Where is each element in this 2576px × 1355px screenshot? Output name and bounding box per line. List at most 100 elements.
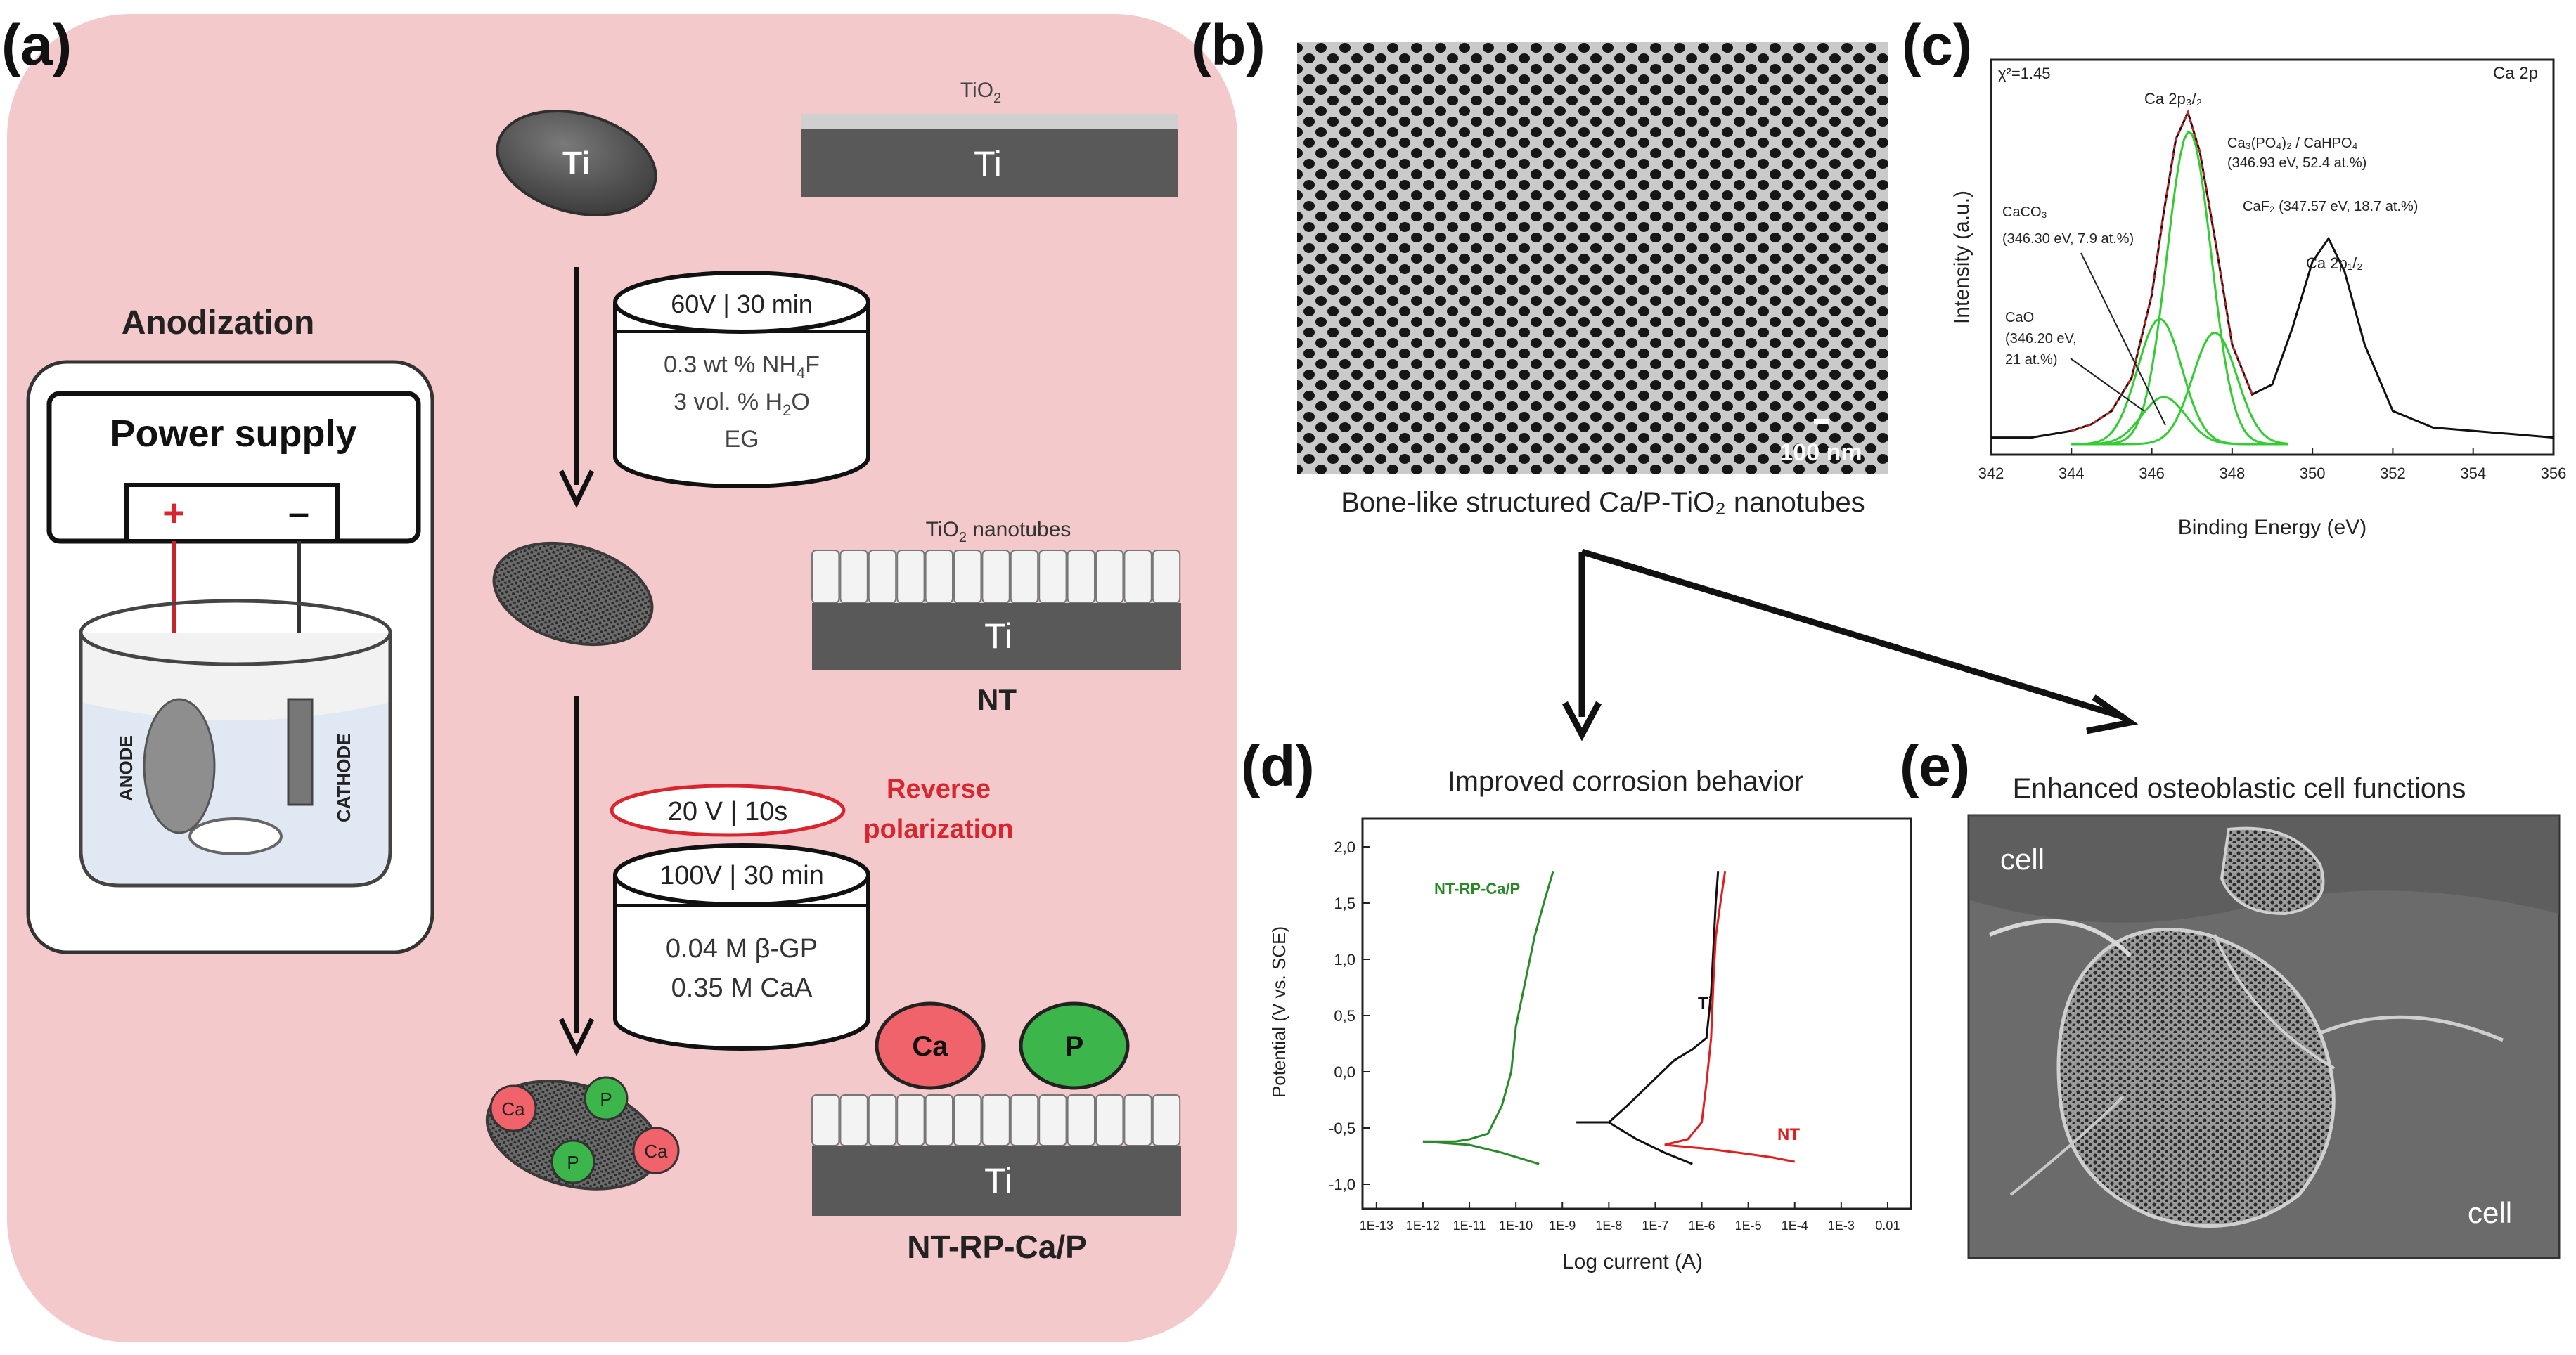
polarization-y-tick-label: -1,0 [1329, 1176, 1355, 1193]
process-arrow-1-head [558, 469, 595, 508]
polarization-x-tick-label: 1E-12 [1406, 1219, 1440, 1233]
power-supply-label: Power supply [110, 413, 356, 455]
connector-right-head [2086, 694, 2139, 734]
ti-substrate-3 [812, 1146, 1181, 1216]
ti-substrate-1 [801, 129, 1178, 197]
nanotube [1067, 550, 1095, 604]
terminal-box [124, 483, 340, 543]
xps-x-tick-label: 352 [2380, 465, 2406, 482]
ti-disc [496, 110, 657, 216]
panel-c: (c) χ²=1.45 Ca 2p Intensity (a.u.) Bindi… [1902, 13, 2566, 539]
nanotube [839, 1094, 868, 1146]
polarization-y-tick-label: 1,5 [1334, 895, 1355, 912]
panel-c-label: (c) [1902, 13, 1972, 77]
reverse-polarization-oval [610, 784, 846, 837]
xps-caco3-label: CaCO₃ [2002, 205, 2047, 220]
xps-cao-values-1: (346.20 eV, [2005, 331, 2077, 346]
svg-text:P: P [1065, 1031, 1084, 1062]
svg-text:P: P [567, 1152, 579, 1173]
ti-substrate-1-label: Ti [974, 144, 1002, 183]
panel-e-label: (e) [1900, 734, 1970, 798]
cell-filament-2 [2319, 1015, 2504, 1042]
step2-header: 100V | 30 min [659, 861, 824, 890]
ti-substrate-2-label: Ti [984, 616, 1012, 656]
polarization-x-tick-label: 1E-9 [1549, 1219, 1576, 1233]
svg-text:Ca: Ca [644, 1141, 668, 1162]
xps-x-tick-label: 346 [2139, 465, 2165, 482]
polarization-x-tick-label: 1E-7 [1642, 1219, 1668, 1233]
nanotube [1095, 1094, 1124, 1146]
anode-electrode [143, 698, 216, 834]
polarization-y-axis-title: Potential (V vs. SCE) [1268, 926, 1289, 1098]
xps-region-label: Ca 2p [2493, 64, 2538, 83]
polarization-curve [1576, 871, 1720, 1124]
xps-plot-area [1990, 58, 2555, 456]
xps-peak-12-label: Ca 2p₁/₂ [2306, 254, 2363, 272]
cathode-electrode [287, 698, 314, 806]
nanotube-disc [492, 541, 654, 647]
polarization-x-tick-label: 1E-6 [1689, 1219, 1715, 1233]
nanotube [1123, 1094, 1152, 1146]
reverse-label-1: Reverse [887, 774, 991, 804]
disc-p-2: P [550, 1139, 595, 1184]
nanotube [811, 1094, 840, 1146]
beaker-rim [79, 599, 392, 666]
cell-filament-1 [1988, 919, 2132, 958]
polarization-curve [1422, 871, 1554, 1143]
xps-x-tick-label: 350 [2300, 465, 2326, 482]
xps-cao-values-2: 21 at.%) [2005, 352, 2057, 368]
electrolyte-cylinder-1 [613, 302, 870, 488]
nanotube [953, 1094, 982, 1146]
connector-arrows [1562, 548, 2139, 741]
nanotube [1152, 1094, 1181, 1146]
step1-header: 60V | 30 min [671, 290, 812, 318]
panel-e: (e) Enhanced osteoblastic cell functions… [1900, 734, 2561, 1259]
polarization-x-tick-label: 1E-8 [1595, 1219, 1622, 1233]
disc-p-1: P [584, 1076, 629, 1121]
cell-filament-4 [2009, 1095, 2125, 1196]
step1-line3: EG [724, 426, 759, 453]
svg-text:Ca: Ca [501, 1098, 525, 1120]
sem-nanotube-image [1297, 42, 1888, 474]
sem-image-shading [1297, 42, 1888, 474]
xps-spectrum-line [1991, 109, 2554, 439]
nanotube [1010, 1094, 1039, 1146]
nanotube [981, 550, 1010, 604]
xps-ca3po4-label: Ca₃(PO₄)₂ / CaHPO₄ [2227, 136, 2358, 151]
polarization-curve [1664, 871, 1727, 1146]
xps-x-tick-label: 344 [2059, 465, 2085, 482]
panel-a: (a) Anodization Power supply + – ANODE C… [1, 13, 1237, 1342]
xps-component-peak [2071, 331, 2289, 446]
step2-line2: 0.35 M CaA [671, 973, 813, 1003]
polarization-curve [1608, 1121, 1693, 1165]
nanotube [1067, 1094, 1095, 1146]
process-arrow-2-head [558, 1018, 595, 1056]
xps-chi-square: χ²=1.45 [1998, 65, 2051, 82]
xps-cao-label: CaO [2005, 310, 2034, 325]
nanotube-layer-2 [811, 1094, 1181, 1146]
xps-x-tick-label: 348 [2219, 465, 2245, 482]
nanotube [1038, 1094, 1067, 1146]
nanotube [1152, 550, 1181, 604]
polarization-x-tick-label: 1E-10 [1499, 1219, 1533, 1233]
nanotube [925, 550, 953, 604]
tio2-layer-label: TiO2 [960, 79, 1001, 106]
polarization-plot-area [1361, 817, 1912, 1210]
polarization-x-tick-label: 1E-3 [1828, 1219, 1855, 1233]
xps-caf2-label: CaF₂ (347.57 eV, 18.7 at.%) [2243, 199, 2418, 214]
nanotube [1010, 550, 1039, 604]
disc-ca-1: Ca [489, 1084, 537, 1132]
disc-ca-2: Ca [632, 1127, 680, 1174]
xps-ca3po4-values: (346.93 eV, 52.4 at.%) [2227, 155, 2366, 171]
nanotube [1095, 550, 1124, 604]
xps-component-peak [2071, 317, 2288, 446]
nanotube [1038, 550, 1067, 604]
polarization-curve [1664, 1143, 1795, 1163]
electrolyte-cylinder-2 [613, 875, 870, 1051]
xps-callout-caco3 [2080, 252, 2166, 426]
tio2-layer [801, 114, 1178, 129]
polarization-x-tick-label: 0.01 [1875, 1219, 1900, 1233]
panel-b-caption: Bone-like structured Ca/P-TiO₂ nanotubes [1341, 487, 1865, 518]
connector-horizontal [1580, 548, 2125, 720]
